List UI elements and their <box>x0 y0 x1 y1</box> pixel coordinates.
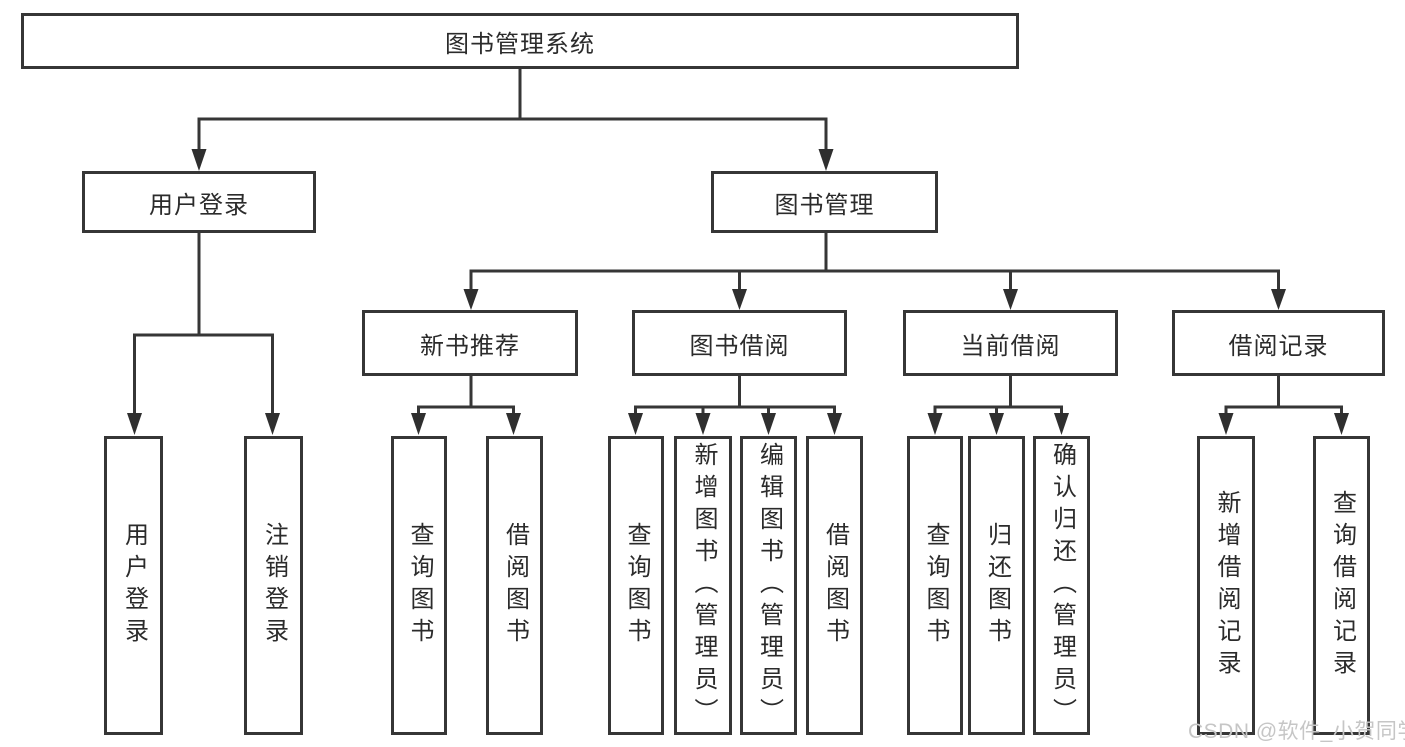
branch-book-mgmt <box>463 231 1286 310</box>
node-leaf-edit-book-admin: 编辑图书（管理员） <box>740 436 797 735</box>
node-leaf-query-book-under-current: 查询图书 <box>907 436 963 735</box>
node-leaf-add-book-admin: 新增图书（管理员） <box>674 436 732 735</box>
connector-line <box>933 374 1063 418</box>
node-label: 归还图书 <box>983 521 1011 650</box>
branch-current-borrow <box>927 374 1069 435</box>
node-label: 借阅图书 <box>501 521 529 650</box>
node-label: 确认归还（管理员） <box>1048 441 1076 730</box>
node-label: 用户登录 <box>120 521 148 650</box>
node-leaf-return-book: 归还图书 <box>968 436 1025 735</box>
connector-line <box>469 231 1280 294</box>
node-book-borrowing: 图书借阅 <box>632 310 847 376</box>
arrow-down-icon <box>927 413 943 435</box>
connector-line <box>133 231 274 418</box>
node-label: 查询图书 <box>406 521 433 650</box>
node-book-management: 图书管理 <box>711 171 938 233</box>
arrow-down-icon <box>732 289 747 310</box>
node-leaf-confirm-return-admin: 确认归还（管理员） <box>1033 436 1090 735</box>
node-library-system: 图书管理系统 <box>21 13 1019 69</box>
arrow-down-icon <box>1218 413 1234 435</box>
csdn-watermark: CSDN @软件_小贺同学 <box>1188 720 1405 743</box>
node-leaf-query-book-under-borrowing: 查询图书 <box>608 436 664 735</box>
node-label: 借阅图书 <box>821 521 849 650</box>
arrow-down-icon <box>1054 413 1069 435</box>
branch-user-login <box>127 231 280 435</box>
node-user-login: 用户登录 <box>82 171 316 233</box>
branch-borrow-records <box>1218 374 1349 435</box>
node-leaf-borrow-book-under-recommendation: 借阅图书 <box>486 436 543 735</box>
arrow-down-icon <box>463 289 479 310</box>
arrow-down-icon <box>1003 289 1018 310</box>
branch-book-borrow <box>628 374 842 435</box>
node-leaf-user-login: 用户登录 <box>104 436 163 735</box>
connector-line <box>417 374 515 418</box>
connector-line <box>634 374 836 418</box>
node-label: 注销登录 <box>260 521 288 650</box>
node-leaf-borrow-book-under-borrowing: 借阅图书 <box>806 436 863 735</box>
arrow-down-icon <box>628 413 643 435</box>
node-leaf-query-book-under-recommendation: 查询图书 <box>391 436 447 735</box>
arrow-down-icon <box>1271 289 1286 310</box>
arrow-down-icon <box>695 413 711 435</box>
arrow-down-icon <box>827 413 842 435</box>
connector-line <box>197 67 828 153</box>
connector-line <box>1224 374 1343 418</box>
node-label: 新增图书（管理员） <box>690 441 717 730</box>
node-new-book-recommendation: 新书推荐 <box>362 310 578 376</box>
node-leaf-add-borrow-record: 新增借阅记录 <box>1197 436 1255 735</box>
node-leaf-query-borrow-record: 查询借阅记录 <box>1313 436 1370 735</box>
node-leaf-logout-login: 注销登录 <box>244 436 303 735</box>
node-label: 查询借阅记录 <box>1328 489 1356 682</box>
node-label: 查询图书 <box>623 521 650 650</box>
arrow-down-icon <box>989 413 1004 435</box>
arrow-down-icon <box>411 413 426 435</box>
node-label: 编辑图书（管理员） <box>755 441 783 730</box>
node-label: 查询图书 <box>922 521 949 650</box>
arrow-down-icon <box>127 413 142 435</box>
arrow-down-icon <box>1334 413 1349 435</box>
branch-root <box>191 67 834 171</box>
arrow-down-icon <box>265 413 280 435</box>
arrow-down-icon <box>506 413 521 435</box>
arrow-down-icon <box>191 149 207 171</box>
node-borrow-records: 借阅记录 <box>1172 310 1385 376</box>
arrow-down-icon <box>818 149 834 171</box>
node-label: 新增借阅记录 <box>1213 489 1240 682</box>
node-current-borrowing: 当前借阅 <box>903 310 1118 376</box>
branch-new-book-rec <box>411 374 521 435</box>
arrow-down-icon <box>761 413 776 435</box>
